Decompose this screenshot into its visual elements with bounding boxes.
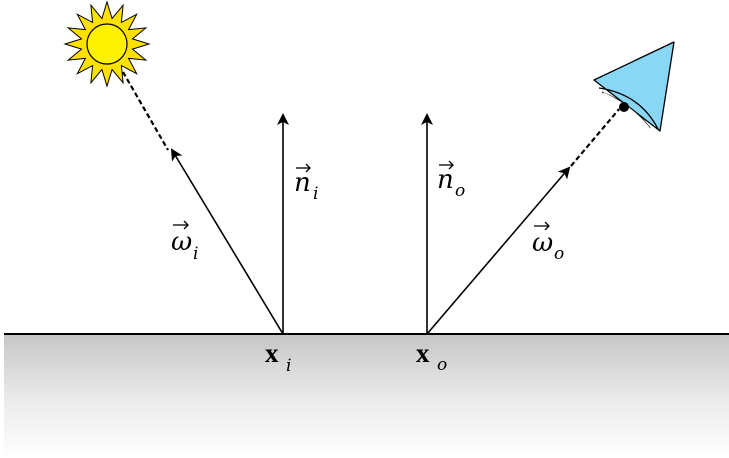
sun-icon	[63, 0, 151, 88]
label-point-x-i: x i	[265, 338, 291, 376]
label-omega-i: ω i	[171, 220, 198, 264]
svg-text:i: i	[193, 244, 198, 264]
surface	[4, 334, 729, 458]
eye-camera-icon	[593, 41, 675, 132]
label-normal-o: n o	[437, 160, 465, 201]
svg-text:i: i	[286, 356, 291, 376]
svg-text:i: i	[313, 184, 318, 204]
svg-text:n: n	[294, 168, 311, 198]
svg-text:ω: ω	[532, 228, 553, 258]
label-point-x-o: x o	[416, 338, 447, 375]
svg-text:ω: ω	[171, 227, 192, 257]
svg-text:o: o	[554, 244, 564, 264]
view-ray-dashed	[570, 107, 621, 167]
omega-i-arrow	[170, 148, 284, 335]
svg-text:x: x	[265, 338, 279, 368]
svg-text:n: n	[437, 165, 454, 195]
svg-text:x: x	[416, 338, 430, 368]
svg-text:o: o	[455, 181, 465, 201]
label-omega-o: ω o	[532, 221, 564, 264]
label-normal-i: n i	[294, 163, 318, 204]
light-ray-dashed	[122, 71, 169, 151]
svg-text:o: o	[437, 355, 447, 375]
omega-o-arrow	[426, 166, 571, 335]
